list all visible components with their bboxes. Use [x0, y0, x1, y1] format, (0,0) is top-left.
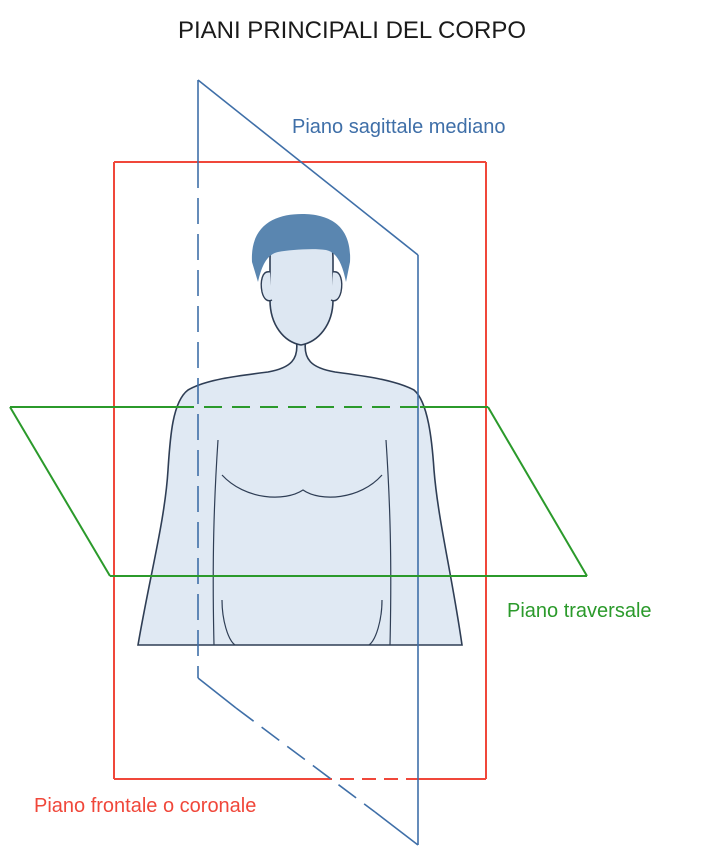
diagram-title: PIANI PRINCIPALI DEL CORPO	[178, 17, 526, 44]
sagittal-plane-bottom-edge-front	[375, 812, 418, 845]
sagittal-plane-bottom-edge-hidden	[236, 708, 375, 812]
transverse-plane-right-edge	[488, 407, 587, 576]
transverse-plane-left-edge	[10, 407, 110, 576]
sagittal-plane-label: Piano sagittale mediano	[292, 116, 505, 138]
frontal-plane-label: Piano frontale o coronale	[34, 795, 256, 817]
transverse-plane-label: Piano traversale	[507, 600, 652, 622]
human-figure	[138, 214, 462, 645]
sagittal-plane-bottom-edge-visible	[198, 678, 236, 708]
